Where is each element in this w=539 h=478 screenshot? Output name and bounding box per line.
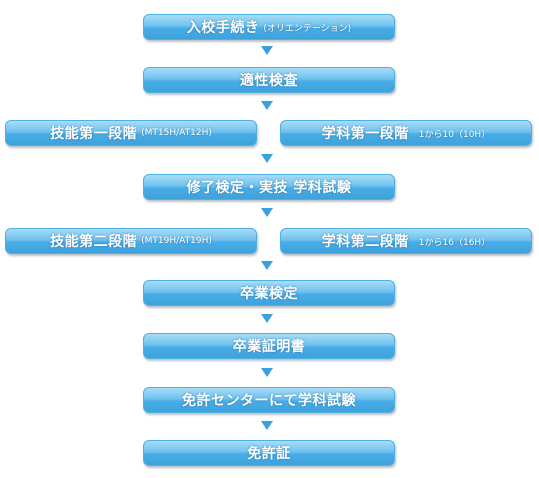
step-stage2-skill-label: 技能第二段階 — [50, 234, 138, 250]
step-graduation-test-label: 卒業検定 — [240, 286, 298, 302]
step-license-center-exam-label: 免許センターにて学科試験 — [182, 393, 356, 409]
step-license-center-exam: 免許センターにて学科試験 — [143, 387, 395, 413]
step-stage2-skill-note: (MT19H/AT19H) — [141, 236, 212, 246]
step-license: 免許証 — [143, 440, 395, 466]
flow-arrow-6 — [261, 314, 273, 323]
step-completion-test: 修了検定・実技 学科試験 — [143, 174, 395, 200]
flow-arrow-2 — [261, 101, 273, 110]
step-stage2-skill: 技能第二段階 (MT19H/AT19H) — [5, 228, 257, 254]
flow-arrow-3 — [261, 154, 273, 163]
step-enrollment: 入校手続き (オリエンテーション) — [143, 14, 395, 40]
step-aptitude-test: 適性検査 — [143, 67, 395, 93]
step-stage1-skill: 技能第一段階 (MT15H/AT12H) — [5, 120, 257, 146]
step-stage2-theory-label: 学科第二段階 — [321, 234, 409, 250]
step-stage1-skill-note: (MT15H/AT12H) — [141, 128, 212, 138]
step-graduation-test: 卒業検定 — [143, 280, 395, 306]
flow-arrow-8 — [261, 421, 273, 430]
step-graduation-certificate: 卒業証明書 — [143, 333, 395, 359]
step-license-label: 免許証 — [247, 446, 291, 462]
step-graduation-certificate-label: 卒業証明書 — [232, 339, 306, 355]
flow-arrow-7 — [261, 368, 273, 377]
step-completion-test-label: 修了検定・実技 学科試験 — [186, 180, 352, 196]
step-stage1-skill-label: 技能第一段階 — [50, 126, 138, 142]
step-stage1-theory-label: 学科第一段階 — [321, 126, 409, 142]
step-enrollment-note: (オリエンテーション) — [263, 23, 352, 34]
step-enrollment-label: 入校手続き — [186, 20, 260, 36]
flow-arrow-5 — [261, 261, 273, 270]
step-stage1-theory-note: 1から10（10H） — [418, 129, 491, 140]
step-aptitude-test-label: 適性検査 — [240, 73, 298, 89]
step-stage1-theory: 学科第一段階 1から10（10H） — [280, 120, 532, 146]
flow-arrow-4 — [261, 208, 273, 217]
flow-arrow-1 — [261, 46, 273, 55]
step-stage2-theory-note: 1から16（16H） — [418, 237, 491, 248]
step-stage2-theory: 学科第二段階 1から16（16H） — [280, 228, 532, 254]
